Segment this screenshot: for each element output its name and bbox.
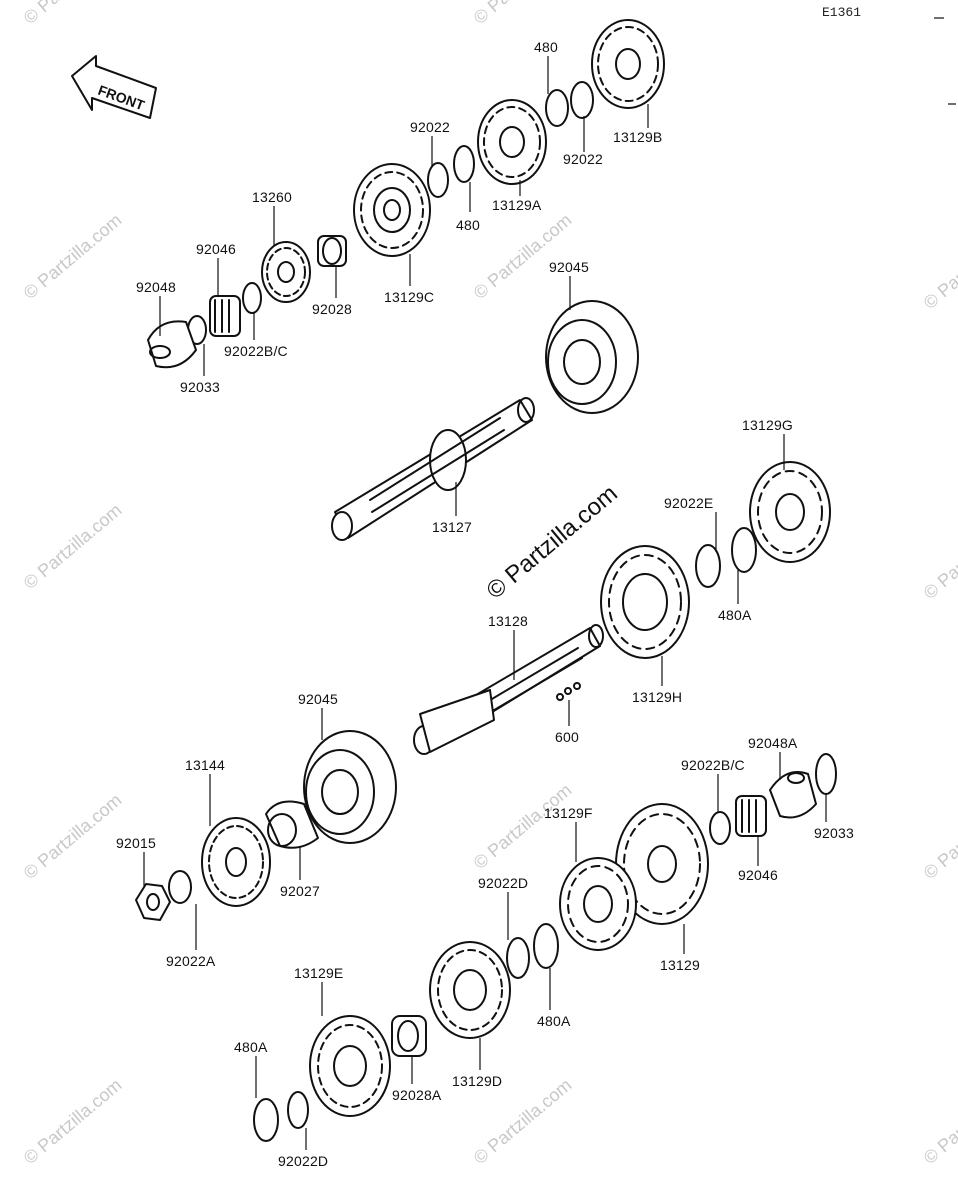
leader-lines — [143, 56, 827, 1150]
shaft-13128 — [413, 624, 604, 755]
needle-bearing-92046-bottom — [735, 795, 767, 837]
pins-600 — [556, 682, 581, 701]
callout-92046: 92046 — [196, 241, 236, 257]
callout-92022: 92022 — [563, 151, 603, 167]
collar-92048A — [769, 771, 817, 819]
nut-92015 — [135, 883, 171, 921]
bushing-92028A — [391, 1015, 427, 1057]
collar-92027 — [265, 800, 319, 849]
callout-92022D: 92022D — [478, 875, 528, 891]
circlip-480A-mid — [533, 923, 559, 969]
watermark-center: © Partzilla.com — [482, 480, 623, 605]
sprocket-13144 — [201, 817, 271, 907]
watermark: © Partzilla.com — [20, 500, 126, 593]
parts — [135, 19, 837, 1142]
ball-bearing-92045-top — [545, 300, 639, 414]
callout-92028: 92028 — [312, 301, 352, 317]
callout-92033: 92033 — [180, 379, 220, 395]
circlip-480-top — [545, 89, 569, 127]
watermark: © Partzilla.com — [20, 790, 126, 883]
callout-92048A: 92048A — [748, 735, 798, 751]
watermark: © Partzilla.com — [920, 1075, 958, 1168]
front-arrow-icon: FRONT — [71, 55, 157, 119]
callout-92045: 92045 — [549, 259, 589, 275]
callout-13260: 13260 — [252, 189, 292, 205]
callout-92027: 92027 — [280, 883, 320, 899]
callout-13129H: 13129H — [632, 689, 682, 705]
callout-92033: 92033 — [814, 825, 854, 841]
callout-92046: 92046 — [738, 867, 778, 883]
circlip-480-mid — [453, 145, 475, 183]
callout-480A: 480A — [537, 1013, 571, 1029]
callout-480A: 480A — [234, 1039, 268, 1055]
callout-13129B: 13129B — [613, 129, 662, 145]
ball-bearing-92045-bottom — [303, 730, 397, 844]
callout-92022BC: 92022B/C — [224, 343, 288, 359]
collar-92048 — [147, 320, 197, 369]
circlip-480A-right — [731, 527, 757, 573]
gear-13129F — [559, 857, 637, 951]
callout-13129G: 13129G — [742, 417, 793, 433]
callout-92022D: 92022D — [278, 1153, 328, 1169]
washer-92022-left — [427, 162, 449, 198]
gear-13129B — [591, 19, 665, 109]
washer-92022-right — [570, 81, 594, 119]
gear-13129 — [615, 803, 709, 925]
bushing-92028 — [317, 235, 347, 267]
callout-13129F: 13129F — [544, 805, 593, 821]
callout-13129E: 13129E — [294, 965, 343, 981]
callout-480A: 480A — [718, 607, 752, 623]
watermark: © Partzilla.com — [20, 0, 126, 28]
callout-92028A: 92028A — [392, 1087, 442, 1103]
callout-13127: 13127 — [432, 519, 472, 535]
watermark: © Partzilla.com — [920, 220, 958, 313]
diagram-code: E1361 — [822, 5, 861, 20]
callout-480: 480 — [534, 39, 558, 55]
circlip-92033-bottom — [815, 753, 837, 795]
watermark: © Partzilla.com — [920, 510, 958, 603]
callout-92015: 92015 — [116, 835, 156, 851]
gear-13129A — [477, 99, 547, 185]
gear-13129E — [309, 1015, 391, 1117]
callout-92022A: 92022A — [166, 953, 216, 969]
gear-13129H — [600, 545, 690, 659]
callout-92045: 92045 — [298, 691, 338, 707]
callout-92022E: 92022E — [664, 495, 713, 511]
callout-480: 480 — [456, 217, 480, 233]
callout-13144: 13144 — [185, 757, 225, 773]
watermark: © Partzilla.com — [20, 1075, 126, 1168]
washer-92022E — [695, 544, 721, 588]
gear-13129D — [429, 941, 511, 1039]
callout-92048: 92048 — [136, 279, 176, 295]
needle-bearing-92046-top — [209, 295, 241, 337]
callouts: 480 13129B 92022 92022 13129A 480 13260 … — [116, 39, 854, 1169]
watermark: © Partzilla.com — [470, 210, 576, 303]
callout-13129: 13129 — [660, 957, 700, 973]
callout-13128: 13128 — [488, 613, 528, 629]
watermark: © Partzilla.com — [470, 780, 576, 873]
gear-13260 — [261, 241, 311, 303]
watermark: © Partzilla.com — [920, 790, 958, 883]
watermark: © Partzilla.com — [20, 210, 126, 303]
watermark: © Partzilla.com — [470, 0, 576, 28]
callout-13129D: 13129D — [452, 1073, 502, 1089]
washer-92022D-bottom — [287, 1091, 309, 1129]
callout-600: 600 — [555, 729, 579, 745]
washer-92022D-mid — [506, 937, 530, 979]
callout-13129A: 13129A — [492, 197, 542, 213]
washer-92022BC-bottom — [709, 811, 731, 845]
circlip-480A-bottom — [253, 1098, 279, 1142]
callout-92022BC: 92022B/C — [681, 757, 745, 773]
washer-92022A — [168, 870, 192, 904]
gear-13129C — [353, 163, 431, 257]
callout-13129C: 13129C — [384, 289, 434, 305]
callout-92022: 92022 — [410, 119, 450, 135]
gear-13129G — [749, 461, 831, 563]
washer-92022BC-top — [242, 282, 262, 314]
shaft-13127 — [331, 397, 535, 541]
